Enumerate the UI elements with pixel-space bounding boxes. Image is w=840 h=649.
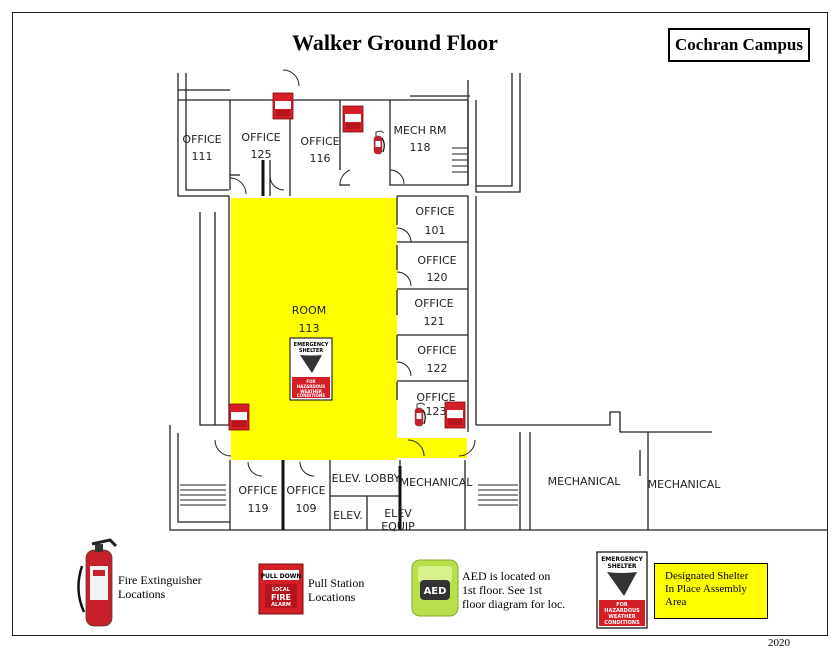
legend-shelter-area: Designated Shelter In Place Assembly Are… <box>654 563 768 619</box>
room-101-label: OFFICE <box>415 205 454 218</box>
room-116-number: 116 <box>310 152 331 165</box>
elev-equip-label-2: EQUIP <box>381 520 415 533</box>
room-113-label: ROOM <box>292 304 326 317</box>
legend-pull-station-icon: PULL DOWN LOCAL FIRE ALARM <box>258 563 304 615</box>
legend-line: Locations <box>118 587 166 601</box>
legend-shelter-line-4: HAZARDOUS <box>604 608 640 614</box>
legend-aed-text: AED is located on 1st floor. See 1st flo… <box>462 569 565 611</box>
legend-line: floor diagram for loc. <box>462 597 566 611</box>
pull-station-text-4: ALARM <box>271 602 291 608</box>
room-121-number: 121 <box>424 315 445 328</box>
legend-aed-icon: AED <box>411 559 459 617</box>
legend-emergency-shelter-icon: EMERGENCY SHELTER FOR HAZARDOUS WEATHER … <box>596 551 648 629</box>
fire-extinguisher-icon <box>414 402 426 427</box>
room-118-number: 118 <box>410 141 431 154</box>
legend-fire-extinguisher-icon <box>77 538 118 627</box>
map-title: Walker Ground Floor <box>292 30 498 55</box>
legend-shelter-line-2: SHELTER <box>607 563 636 570</box>
door-swings <box>214 69 476 477</box>
legend-shelter-line-3: FOR <box>616 602 628 608</box>
room-109-number: 109 <box>296 502 317 515</box>
mechanical-label-1: MECHANICAL <box>400 476 474 489</box>
pull-station-text-3: FIRE <box>271 593 291 602</box>
legend-line: Area <box>665 596 687 608</box>
legend-line: Pull Station <box>308 576 365 590</box>
pull-station-icon <box>444 401 466 429</box>
pull-station-icon <box>272 92 294 120</box>
room-125-number: 125 <box>251 148 272 161</box>
emergency-shelter-sign-icon: EMERGENCY SHELTER FOR HAZARDOUS WEATHER … <box>289 337 333 401</box>
legend-line: Designated Shelter <box>665 570 749 582</box>
legend-shelter-line-6: CONDITIONS <box>604 620 640 626</box>
legend-line: In Place Assembly <box>665 583 747 595</box>
legend-fire-extinguisher-text: Fire Extinguisher Locations <box>118 573 202 601</box>
campus-label: Cochran Campus <box>668 28 810 62</box>
legend-line: AED is located on <box>462 569 551 583</box>
shelter-sign-line-3: FOR <box>306 379 315 384</box>
elev-lobby-label: ELEV. LOBBY <box>332 472 401 485</box>
room-109-label: OFFICE <box>286 484 325 497</box>
room-121-label: OFFICE <box>414 297 453 310</box>
thick-walls <box>261 160 402 530</box>
map-frame <box>12 12 828 636</box>
room-123-label: OFFICE <box>416 391 455 404</box>
stairs <box>180 147 518 506</box>
fire-extinguisher-icon <box>373 130 385 155</box>
pull-station-text-2: LOCAL <box>272 587 291 593</box>
pull-station-text-1: PULL DOWN <box>261 573 302 580</box>
room-111-number: 111 <box>192 150 213 163</box>
shelter-sign-line-5: WEATHER <box>300 389 322 394</box>
shelter-area-room-113 <box>231 198 397 460</box>
room-118-label: MECH RM <box>393 124 446 137</box>
shelter-sign-line-4: HAZARDOUS <box>297 384 325 389</box>
legend-line: Locations <box>308 590 356 604</box>
room-122-label: OFFICE <box>417 344 456 357</box>
room-119-label: OFFICE <box>238 484 277 497</box>
legend-line: 1st floor. See 1st <box>462 583 542 597</box>
mechanical-label-2: MECHANICAL <box>548 475 622 488</box>
year-label: 2020 <box>768 637 790 649</box>
room-116-label: OFFICE <box>300 135 339 148</box>
room-119-number: 119 <box>248 502 269 515</box>
shelter-sign-line-6: CONDITIONS <box>297 393 325 398</box>
shelter-sign-line-2: SHELTER <box>299 348 323 354</box>
room-120-label: OFFICE <box>417 254 456 267</box>
room-125-label: OFFICE <box>241 131 280 144</box>
pull-station-icon <box>342 105 364 133</box>
room-101-number: 101 <box>425 224 446 237</box>
room-122-number: 122 <box>427 362 448 375</box>
legend-shelter-line-5: WEATHER <box>608 614 635 620</box>
pull-station-icon <box>228 403 250 431</box>
elev-equip-label: ELEV <box>384 507 412 520</box>
aed-label: AED <box>424 586 447 597</box>
room-123-number: 123 <box>426 405 447 418</box>
shelter-area-corridor <box>397 438 467 458</box>
shelter-sign-line-1: EMERGENCY <box>294 342 329 348</box>
room-113-number: 113 <box>299 322 320 335</box>
walls <box>169 73 828 531</box>
mechanical-label-3: MECHANICAL <box>648 478 722 491</box>
room-111-label: OFFICE <box>182 133 221 146</box>
elev-label: ELEV. <box>333 509 363 522</box>
legend-shelter-line-1: EMERGENCY <box>601 556 643 563</box>
legend-pull-station-text: Pull Station Locations <box>308 576 364 604</box>
legend-line: Fire Extinguisher <box>118 573 202 587</box>
room-120-number: 120 <box>427 271 448 284</box>
